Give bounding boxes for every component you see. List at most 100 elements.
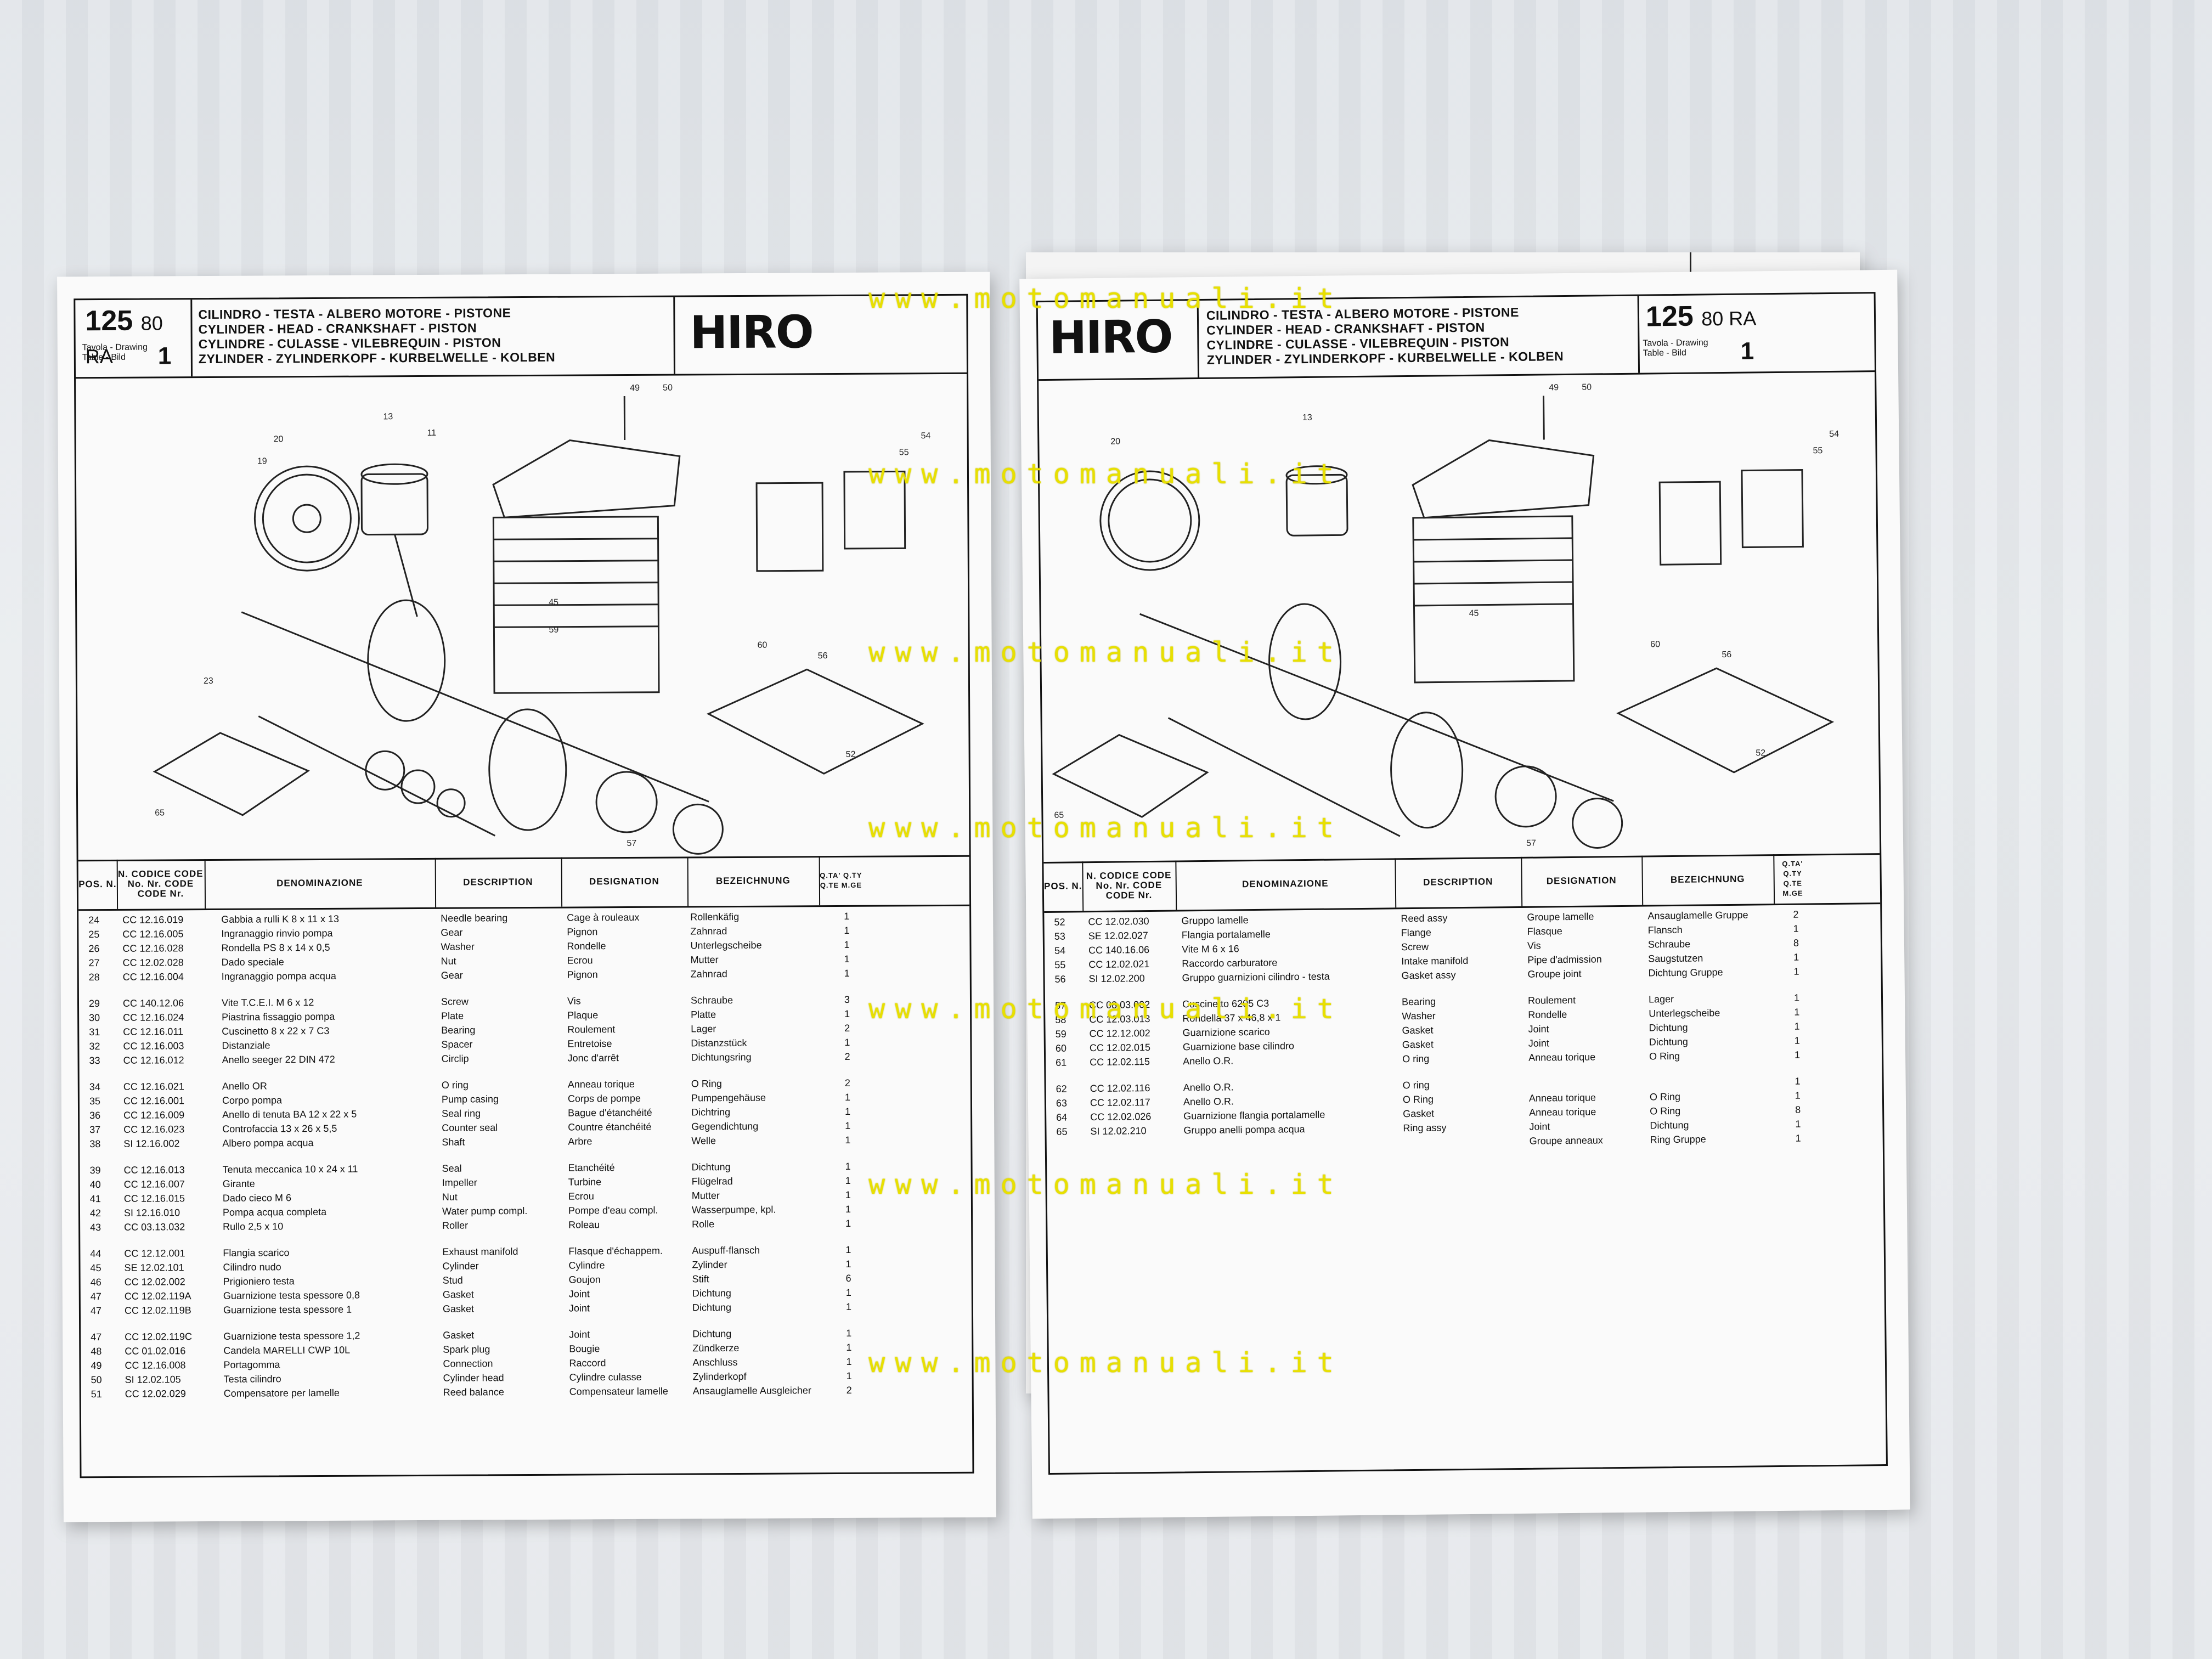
row-qty: 1 <box>844 924 850 936</box>
row-description: O ring <box>1402 1053 1430 1065</box>
row-qty: 1 <box>845 1120 851 1131</box>
row-code: SI 12.16.002 <box>123 1138 180 1149</box>
row-designation: Jonc d'arrêt <box>567 1052 619 1064</box>
row-designation: Joint <box>1529 1121 1550 1132</box>
left-tavola-label-2: Table - Bild <box>82 352 126 363</box>
cylinder-head <box>492 439 681 518</box>
row-designation: Joint <box>1528 1023 1549 1035</box>
right-tavola-label-2: Table - Bild <box>1643 348 1686 358</box>
row-description: Ring assy <box>1403 1122 1447 1134</box>
row-description: Exhaust manifold <box>442 1246 518 1257</box>
row-qty: 1 <box>1793 923 1799 934</box>
row-bezeichnung: Zylinder <box>692 1259 727 1271</box>
svg-text:60: 60 <box>1650 640 1660 649</box>
row-bezeichnung: O Ring <box>1650 1105 1681 1117</box>
right-col-code: N. CODICE CODE No. Nr. CODE CODE Nr. <box>1082 860 1177 911</box>
row-denominazione: Anello O.R. <box>1183 1081 1234 1093</box>
svg-text:49: 49 <box>1549 383 1559 392</box>
row-designation: Roleau <box>568 1219 600 1231</box>
row-denominazione: Rullo 2,5 x 10 <box>223 1221 284 1232</box>
row-designation: Joint <box>568 1302 590 1314</box>
left-col-description: DESCRIPTION <box>435 857 563 907</box>
row-denominazione: Guarnizione scarico <box>1182 1026 1270 1039</box>
svg-text:45: 45 <box>549 598 558 607</box>
row-description: Water pump compl. <box>442 1205 528 1217</box>
right-tavola-number: 1 <box>1740 337 1754 365</box>
row-designation: Pipe d'admission <box>1527 953 1602 966</box>
row-pos: 52 <box>1054 916 1065 928</box>
row-code: SE 12.02.027 <box>1088 930 1148 942</box>
row-denominazione: Anello di tenuta BA 12 x 22 x 5 <box>222 1108 357 1120</box>
row-description: Nut <box>441 955 456 967</box>
row-designation: Bague d'étanchéité <box>568 1107 652 1119</box>
row-pos: 63 <box>1056 1097 1068 1109</box>
row-denominazione: Rondella PS 8 x 14 x 0,5 <box>221 941 330 953</box>
row-denominazione: Pompa acqua completa <box>222 1206 327 1218</box>
right-col-qty: Q.TA' Q.TY Q.TE M.GE <box>1782 859 1803 898</box>
row-pos: 56 <box>1054 973 1066 985</box>
row-pos: 37 <box>89 1124 101 1136</box>
left-column-header: POS. N. N. CODICE CODE No. Nr. CODE CODE… <box>78 855 970 911</box>
row-pos: 62 <box>1056 1083 1067 1094</box>
svg-text:54: 54 <box>1829 430 1839 439</box>
row-denominazione: Guarnizione testa spessore 1,2 <box>223 1330 360 1342</box>
row-code: CC 12.02.119C <box>125 1331 192 1342</box>
row-description: Reed balance <box>443 1386 504 1398</box>
svg-text:50: 50 <box>663 383 673 393</box>
row-designation: Anneau torique <box>567 1078 635 1090</box>
piston <box>1285 473 1348 537</box>
row-qty: 1 <box>845 1258 851 1269</box>
right-title-de: ZYLINDER - ZYLINDERKOPF - KURBELWELLE - … <box>1206 349 1564 367</box>
row-designation: Countre étanchéité <box>568 1121 652 1133</box>
row-qty: 2 <box>1793 909 1799 920</box>
row-qty: 1 <box>1795 1118 1801 1130</box>
row-bezeichnung: Ansauglamelle Ausgleicher <box>692 1385 811 1397</box>
row-description: Spacer <box>441 1039 473 1050</box>
row-pos: 31 <box>89 1026 100 1038</box>
row-pos: 61 <box>1056 1057 1067 1068</box>
row-code: CC 140.16.06 <box>1088 944 1150 956</box>
row-description: Gasket <box>443 1329 475 1341</box>
gasket-pack <box>1616 667 1835 774</box>
row-code: SI 12.16.010 <box>123 1207 180 1218</box>
row-code: CC 12.16.028 <box>122 943 184 954</box>
row-designation: Groupe lamelle <box>1527 911 1594 923</box>
row-denominazione: Cuscinetto 8 x 22 x 7 C3 <box>222 1025 330 1037</box>
svg-text:49: 49 <box>630 383 640 393</box>
watermark-4: www.motomanuali.it <box>868 812 1344 844</box>
svg-text:23: 23 <box>204 676 213 686</box>
left-tavola-label-1: Tavola - Drawing <box>82 342 148 353</box>
row-denominazione: Gruppo guarnizioni cilindro - testa <box>1182 970 1330 984</box>
row-code: CC 12.16.001 <box>123 1095 185 1107</box>
row-description: Gasket assy <box>1401 969 1456 981</box>
row-designation: Arbre <box>568 1136 592 1147</box>
row-pos: 65 <box>1056 1126 1068 1137</box>
row-code: CC 12.02.030 <box>1088 916 1149 928</box>
ring-pack <box>153 732 310 816</box>
row-designation: Corps de pompe <box>567 1092 641 1104</box>
row-qty: 1 <box>846 1327 852 1339</box>
left-title-fr: CYLINDRE - CULASSE - VILEBREQUIN - PISTO… <box>198 335 501 352</box>
row-denominazione: Flangia scarico <box>223 1247 290 1259</box>
row-qty: 1 <box>1794 1035 1800 1046</box>
svg-text:56: 56 <box>818 651 828 661</box>
row-pos: 53 <box>1054 930 1065 942</box>
row-designation: Cylindre <box>568 1260 605 1271</box>
svg-text:20: 20 <box>1110 437 1120 447</box>
row-denominazione: Albero pompa acqua <box>222 1137 314 1149</box>
row-code: CC 12.16.012 <box>123 1054 184 1066</box>
row-qty: 6 <box>845 1272 851 1284</box>
watermark-2: www.motomanuali.it <box>868 458 1344 490</box>
row-designation: Anneau torique <box>1528 1051 1596 1063</box>
row-description: Stud <box>442 1274 463 1286</box>
right-frame: HIRO CILINDRO - TESTA - ALBERO MOTORE - … <box>1036 292 1888 1475</box>
row-bezeichnung: Gegendichtung <box>691 1120 759 1132</box>
row-pos: 27 <box>88 957 100 969</box>
left-col-bezeichnung: BEZEICHNUNG <box>687 856 821 906</box>
row-pos: 55 <box>1054 959 1066 970</box>
row-pos: 51 <box>91 1389 102 1400</box>
watermark-3: www.motomanuali.it <box>868 636 1344 668</box>
